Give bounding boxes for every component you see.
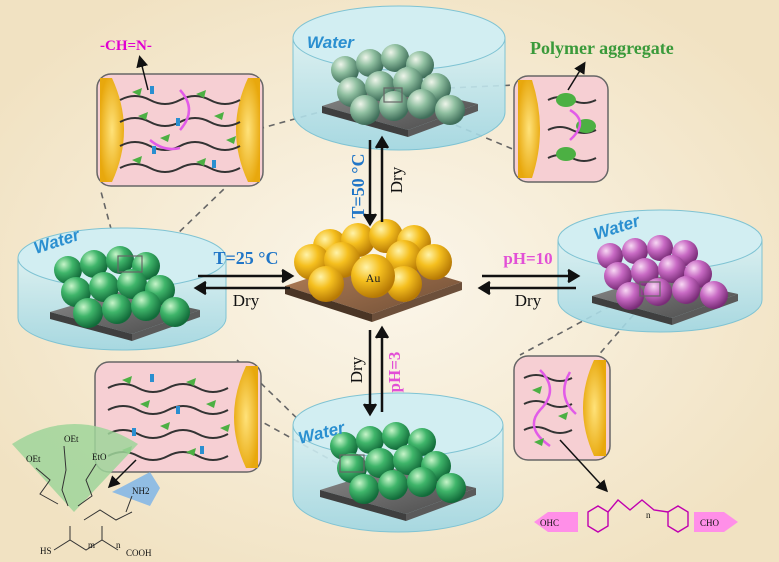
sphere-array-right <box>597 235 728 310</box>
dish-left: Water <box>17 225 227 351</box>
sphere-array-top <box>331 44 465 125</box>
zoom-panel-top-left: -CH=N- <box>96 38 264 187</box>
sphere-array-bottom <box>330 422 466 504</box>
equilibrium-arrow-bottom <box>362 325 390 417</box>
condition-top: T=50 °C <box>348 154 368 219</box>
zoom-panel-top-right: Polymer aggregate <box>513 38 674 183</box>
gold-label: Au <box>366 271 381 285</box>
polymer-aggregate-label: Polymer aggregate <box>530 38 674 58</box>
chem-oet-1: OEt <box>26 454 41 464</box>
zoom-panel-bottom-left <box>94 361 262 489</box>
dry-bottom: Dry <box>347 356 366 383</box>
chem-ohc: OHC <box>540 518 559 528</box>
condition-left: T=25 °C <box>214 248 279 268</box>
condition-bottom: pH=3 <box>385 352 404 393</box>
chem-hs: HS <box>40 546 52 556</box>
dish-top: Water <box>292 5 506 151</box>
chem-nh2: NH2 <box>132 486 150 496</box>
imine-label: -CH=N- <box>100 38 152 54</box>
chem-n-right: n <box>646 510 651 520</box>
equilibrium-arrow-left <box>193 268 295 296</box>
condition-right: pH=10 <box>503 249 552 268</box>
chem-cho: CHO <box>700 518 720 528</box>
equilibrium-arrow-top <box>362 135 390 227</box>
chem-n: n <box>116 540 121 550</box>
chem-eto: EtO <box>92 452 107 462</box>
water-label-top: Water <box>307 33 355 52</box>
dish-bottom: Water <box>292 392 504 533</box>
dish-right: Water <box>557 209 763 333</box>
dry-left: Dry <box>233 291 260 310</box>
zoom-panel-bottom-right <box>513 355 611 493</box>
equilibrium-arrow-right <box>477 268 581 296</box>
chem-structure-right: OHC CHO n <box>534 499 738 533</box>
chem-oet-2: OEt <box>64 434 79 444</box>
chem-m: m <box>88 540 95 550</box>
sphere-array-left <box>54 246 190 328</box>
chem-structure-left: OEt OEt EtO NH2 HS m n COOH <box>12 424 160 558</box>
dry-top: Dry <box>387 166 406 193</box>
dry-right: Dry <box>515 291 542 310</box>
center-gold-nanoparticles: Au <box>285 219 462 322</box>
chem-cooh: COOH <box>126 548 152 558</box>
